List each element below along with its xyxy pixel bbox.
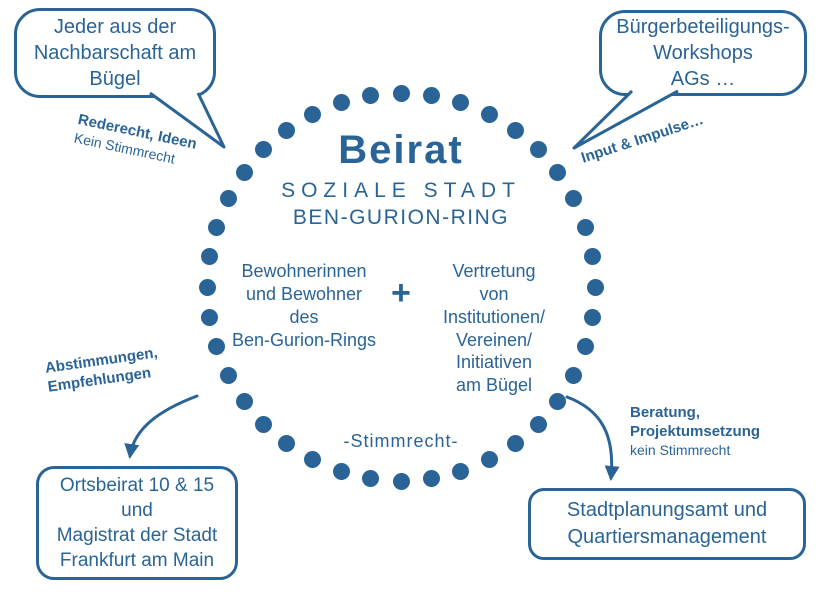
- bubble-neighbourhood-text: Jeder aus der Nachbarschaft am Bügel: [33, 16, 197, 90]
- note-beratung-regular: kein Stimmrecht: [630, 441, 731, 458]
- box-ortsbeirat-magistrat-text: Ortsbeirat 10 & 15 und Magistrat der Sta…: [56, 474, 218, 572]
- ring-dot: [452, 93, 470, 111]
- ring-dot: [586, 278, 604, 296]
- ring-dot: [219, 190, 237, 208]
- ring-dot: [392, 472, 410, 490]
- ring-dot: [480, 451, 498, 469]
- ring-dot: [255, 415, 273, 433]
- ring-dot: [198, 278, 216, 296]
- ring-dot: [584, 248, 602, 266]
- ring-dot: [506, 435, 524, 453]
- ring-dot: [506, 121, 524, 139]
- members-residents-text: Bewohnerinnen und Bewohner des Ben-Gurio…: [231, 261, 377, 350]
- ring-dot: [422, 86, 440, 104]
- ring-dot: [480, 105, 498, 123]
- ring-dot: [549, 164, 567, 182]
- ring-dot: [529, 141, 547, 159]
- ring-dot: [207, 218, 225, 236]
- ring-dot: [304, 105, 322, 123]
- ring-dot: [565, 366, 583, 384]
- bubble-neighbourhood: Jeder aus der Nachbarschaft am Bügel: [14, 8, 216, 98]
- ring-dot: [577, 338, 594, 356]
- ring-dot: [304, 451, 322, 469]
- box-stadtplanungsamt: Stadtplanungsamt und Quartiersmanagement: [528, 488, 806, 560]
- ring-dot: [422, 470, 440, 488]
- ring-dot: [577, 218, 594, 236]
- ring-dot: [207, 338, 225, 356]
- box-stadtplanungsamt-text: Stadtplanungsamt und Quartiersmanagement: [566, 499, 768, 548]
- ring-dot: [529, 415, 547, 433]
- ring-dot: [200, 308, 218, 326]
- page-title: Beirat: [338, 128, 464, 172]
- note-beratung-bold: Beratung, Projektumsetzung: [630, 404, 761, 440]
- center-title-block: Beirat SOZIALE STADT BEN-GURION-RING: [250, 128, 552, 230]
- ring-dot: [584, 308, 602, 326]
- ring-dot: [278, 121, 296, 139]
- ring-dot: [452, 463, 470, 480]
- ring-dot: [200, 248, 218, 266]
- ring-dot: [332, 463, 350, 480]
- subtitle-ben-gurion-ring: BEN-GURION-RING: [292, 206, 510, 229]
- ring-dot: [565, 190, 583, 208]
- members-institutions-text: Vertretung von Institutionen/ Vereinen/ …: [442, 261, 546, 396]
- ring-dot: [549, 392, 567, 410]
- voting-right-label: -Stimmrecht-: [343, 431, 459, 451]
- ring-dot: [332, 93, 350, 111]
- ring-dot: [219, 366, 237, 384]
- ring-dot: [278, 435, 296, 453]
- ring-dot: [235, 164, 253, 182]
- note-beratung: Beratung, Projektumsetzung kein Stimmrec…: [630, 404, 760, 459]
- ring-dot: [362, 470, 380, 488]
- ring-dot: [255, 141, 273, 159]
- ring-dot: [392, 84, 410, 102]
- bubble-workshops: Bürgerbeteiligungs- Workshops AGs …: [599, 10, 807, 96]
- ring-dot: [235, 392, 253, 410]
- box-ortsbeirat-magistrat: Ortsbeirat 10 & 15 und Magistrat der Sta…: [36, 466, 238, 580]
- plus-sign: +: [391, 274, 411, 312]
- ring-dot: [362, 86, 380, 104]
- subtitle-soziale-stadt: SOZIALE STADT: [281, 179, 521, 202]
- bubble-workshops-text: Bürgerbeteiligungs- Workshops AGs …: [616, 16, 790, 90]
